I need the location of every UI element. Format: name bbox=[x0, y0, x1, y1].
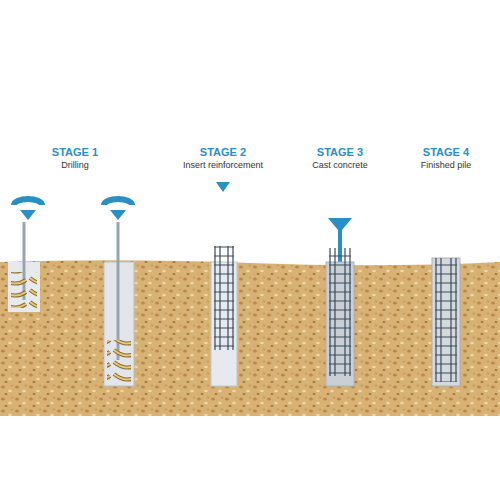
drill-shallow bbox=[8, 199, 42, 312]
stage-caption: Drilling bbox=[61, 160, 89, 170]
stage-caption: Insert reinforcement bbox=[183, 160, 263, 170]
finished-pile bbox=[432, 258, 460, 386]
soil bbox=[0, 260, 500, 416]
stage-heading: STAGE 1 bbox=[52, 146, 98, 158]
stage-caption: Cast concrete bbox=[312, 160, 368, 170]
tremie-concrete bbox=[326, 218, 354, 386]
stage-heading: STAGE 3 bbox=[317, 146, 363, 158]
reinforcement-cage bbox=[211, 182, 237, 386]
drill-deep bbox=[104, 199, 134, 386]
stage-heading: STAGE 4 bbox=[423, 146, 469, 158]
stage-caption: Finished pile bbox=[421, 160, 472, 170]
stage-heading: STAGE 2 bbox=[200, 146, 246, 158]
